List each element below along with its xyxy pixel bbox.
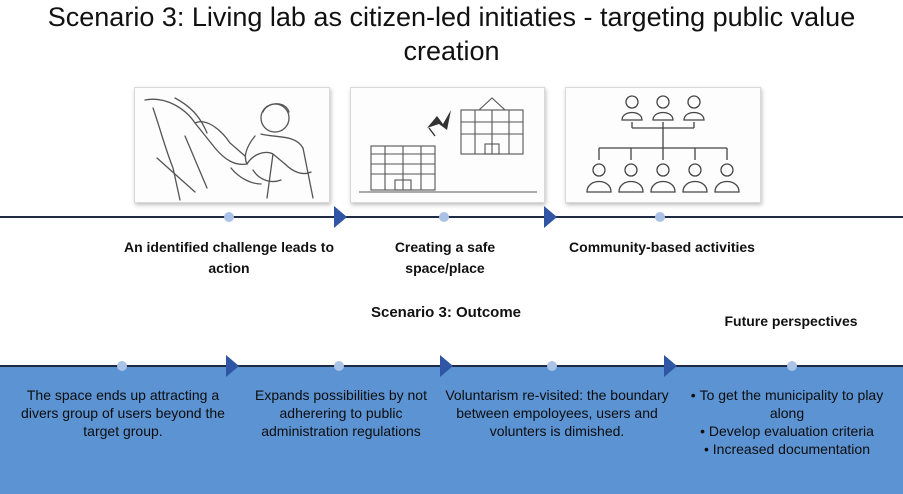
timeline-dot <box>334 361 344 371</box>
timeline-dot <box>655 212 665 222</box>
page-title: Scenario 3: Living lab as citizen-led in… <box>47 2 856 66</box>
handshake-icon <box>144 97 314 201</box>
handshake-sketch-panel <box>134 87 330 203</box>
step-label-community: Community-based activities <box>569 239 755 255</box>
timeline-dot <box>787 361 797 371</box>
future-item: Develop evaluation criteria <box>674 422 900 440</box>
outcome-text-users: The space ends up attracting a divers gr… <box>21 387 225 439</box>
timeline-arrow <box>544 206 557 228</box>
future-perspectives-list: To get the municipality to play along De… <box>674 386 900 458</box>
timeline-dot <box>117 361 127 371</box>
timeline-arrow <box>664 355 677 377</box>
outcome-text-regulations: Expands possibilities by not adherering … <box>255 387 427 439</box>
outcome-text-voluntarism: Voluntarism re-visited: the boundary bet… <box>445 387 669 439</box>
community-network-icon <box>586 95 740 193</box>
timeline-dot <box>547 361 557 371</box>
future-item: To get the municipality to play along <box>674 386 900 422</box>
timeline-arrow <box>440 355 453 377</box>
timeline-arrow <box>226 355 239 377</box>
future-heading: Future perspectives <box>724 313 858 329</box>
outcome-heading: Scenario 3: Outcome <box>370 304 522 321</box>
timeline-dot <box>439 212 449 222</box>
buildings-icon <box>359 97 537 193</box>
future-item: Increased documentation <box>674 440 900 458</box>
timeline-dot <box>224 212 234 222</box>
step-label-safe-space: Creating a safe space/place <box>394 239 496 276</box>
step-label-challenge: An identified challenge leads to action <box>123 239 335 276</box>
community-sketch-panel <box>565 87 761 203</box>
top-timeline <box>0 216 903 218</box>
buildings-sketch-panel <box>350 87 545 203</box>
timeline-arrow <box>334 206 347 228</box>
